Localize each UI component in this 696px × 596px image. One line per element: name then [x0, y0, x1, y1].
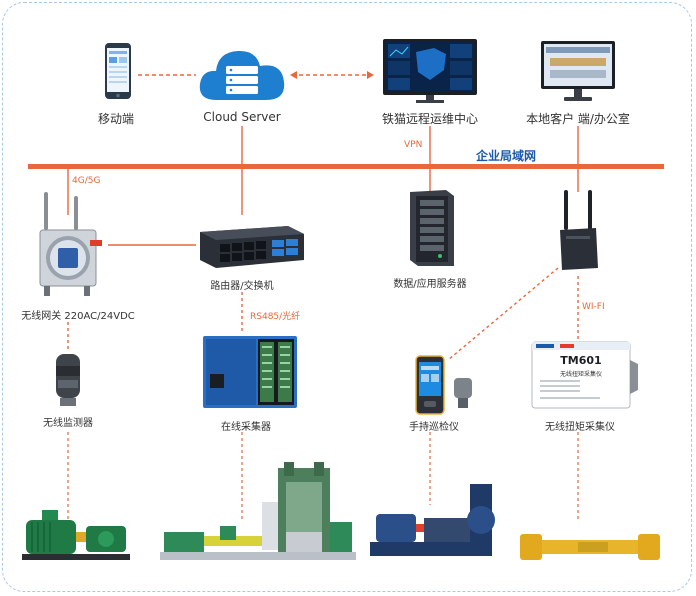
router-label: 路由器/交换机 [210, 281, 274, 292]
gateway-label: 无线网关 220AC/24VDC [21, 311, 135, 322]
torque-subtitle: 无线扭矩采集仪 [559, 371, 602, 378]
torque-label: 无线扭矩采集仪 [545, 422, 615, 433]
lan-bar [28, 164, 664, 169]
wifi-router-icon [556, 188, 602, 272]
server-tower-icon [402, 188, 458, 268]
arrow-left [290, 71, 297, 79]
drive-shaft-icon [518, 526, 662, 566]
handheld-inspector-icon [412, 354, 476, 416]
sensor-label: 无线监测器 [43, 418, 93, 429]
cloud-label: Cloud Server [203, 110, 281, 124]
local-client-label: 本地客户 端/办公室 [526, 112, 630, 126]
processing-plant-icon [160, 462, 356, 562]
motor-fan-icon [370, 480, 510, 560]
server-label: 数据/应用服务器 [393, 279, 467, 290]
mobile-label: 移动端 [97, 112, 135, 126]
mobile-phone-icon [104, 42, 132, 100]
handheld-label: 手持巡检仪 [409, 422, 459, 433]
arrow-right [367, 71, 374, 79]
vpn-label: VPN [404, 140, 423, 150]
wireless-gateway-icon [36, 190, 106, 302]
local-client-monitor-icon [540, 40, 616, 104]
motor-pump-icon [20, 506, 132, 562]
wireless-sensor-icon [50, 352, 86, 410]
online-collector-icon [202, 334, 298, 412]
remote-center-label: 铁猫远程运维中心 [381, 112, 479, 126]
cloud-server-icon [196, 44, 288, 104]
torque-model: TM601 [560, 354, 602, 367]
lan-label: 企业局域网 [476, 149, 537, 163]
collector-label: 在线采集器 [221, 422, 271, 433]
rs485-label: RS485/光纤 [250, 312, 301, 322]
cellular-label: 4G/5G [72, 176, 101, 186]
router-switch-icon [196, 216, 308, 274]
remote-center-monitor-icon [382, 38, 478, 104]
wifi-label: WI-FI [582, 302, 605, 312]
